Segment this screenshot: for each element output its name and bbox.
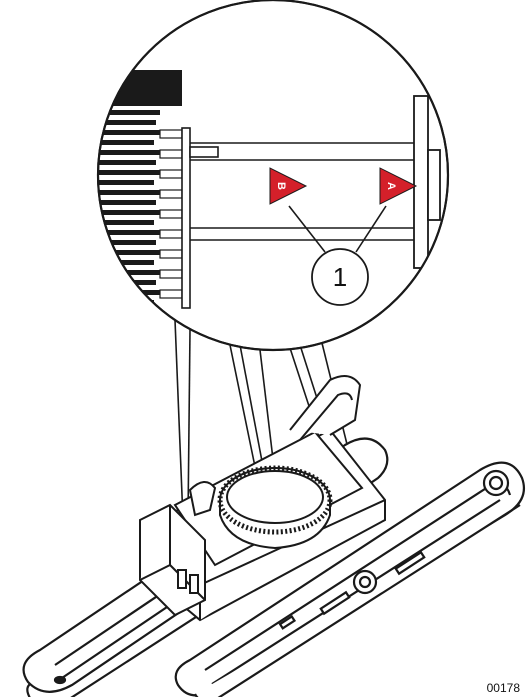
callout-leaders [288,205,387,253]
triangle-marker-b: B [269,167,308,205]
callout-circle: 1 [311,248,369,306]
marker-b-label: B [275,182,287,190]
triangle-marker-a: A [379,167,418,205]
turntable-gear [217,465,333,550]
marker-a-label: A [385,182,397,190]
right-crawler-track [174,461,526,697]
figure-id: 00178 [486,681,520,695]
callout-number: 1 [333,262,347,292]
